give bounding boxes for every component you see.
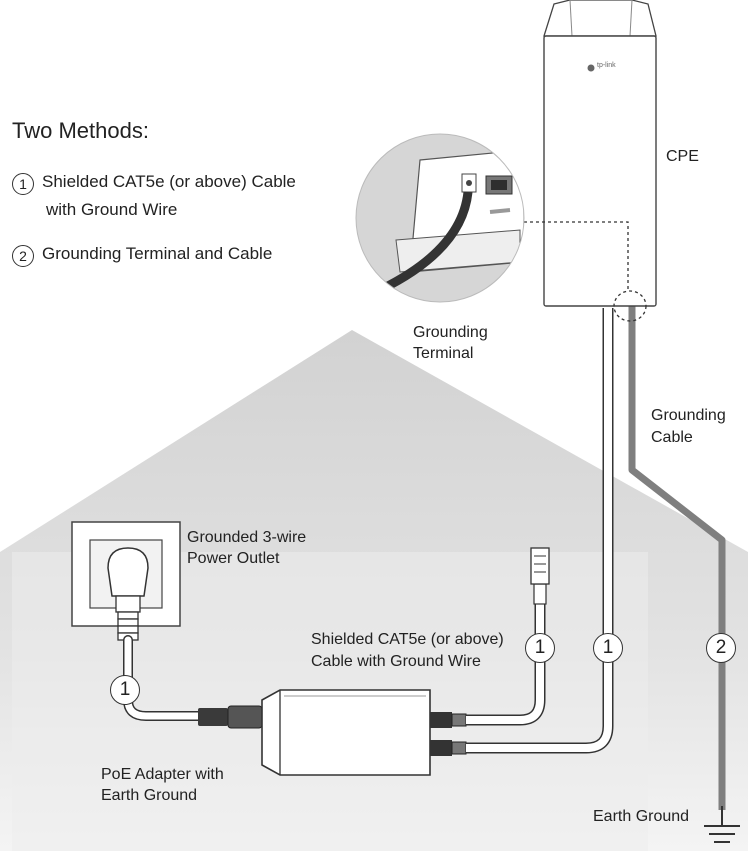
method-1-number: 1 [12,173,34,195]
power-outlet [71,521,181,641]
marker-grounding-cable: 2 [706,633,736,663]
method-1-line1: Shielded CAT5e (or above) Cable [42,172,296,191]
label-poe-adapter-2: Earth Ground [101,787,198,804]
grounding-terminal-inset [355,133,525,303]
method-1: 1 Shielded CAT5e (or above) Cable [12,170,296,195]
ac-plug [198,705,263,729]
cpe-device [543,0,657,307]
label-shielded-cable-2: Cable with Ground Wire [311,653,481,670]
earth-ground-symbol [704,806,740,843]
label-grounding-terminal-2: Terminal [413,345,474,362]
marker-lan-cable: 1 [525,633,555,663]
label-shielded-cable-1: Shielded CAT5e (or above) [311,631,504,648]
methods-title: Two Methods: [12,118,149,143]
label-earth-ground: Earth Ground [593,808,690,825]
tp-link-logo: tp-link [597,62,616,69]
label-power-outlet-2: Power Outlet [187,550,280,567]
label-poe-adapter-1: PoE Adapter with [101,766,224,783]
marker-poe-cable: 1 [593,633,623,663]
poe-cable [466,308,614,754]
label-grounding-terminal-1: Grounding [413,324,488,341]
marker-power-cord: 1 [110,675,140,705]
poe-adapter [261,689,431,776]
label-cpe: CPE [666,148,699,165]
label-power-outlet-1: Grounded 3-wire [187,529,307,546]
method-2: 2 Grounding Terminal and Cable [12,242,272,267]
method-2-number: 2 [12,245,34,267]
method-2-line1: Grounding Terminal and Cable [42,244,273,263]
lan-cable [466,547,550,726]
grounding-cable [628,300,726,810]
label-grounding-cable-2: Cable [651,429,693,446]
method-1-line2: with Ground Wire [46,200,178,219]
label-grounding-cable-1: Grounding [651,407,726,424]
callout-lines [524,221,647,322]
